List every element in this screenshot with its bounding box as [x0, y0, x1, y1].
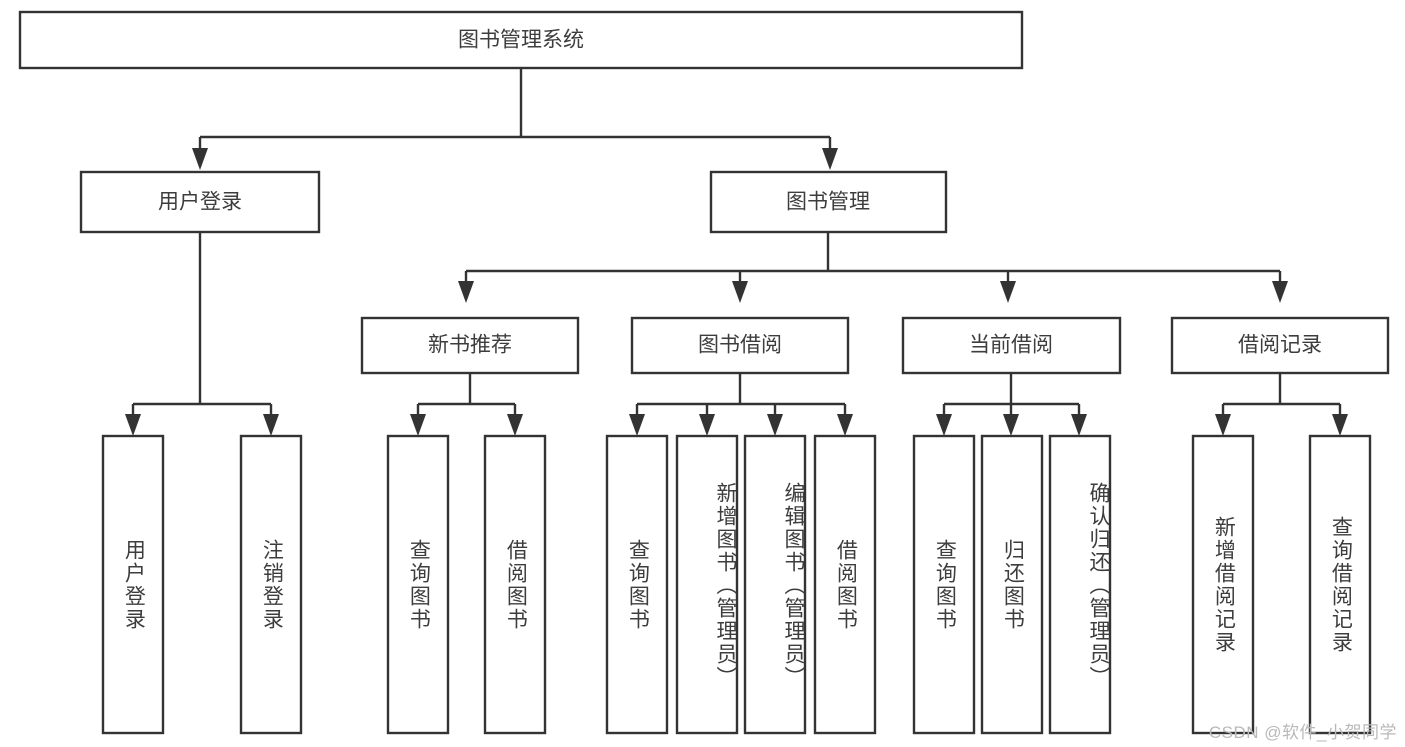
- leaf-box-add-book[interactable]: [675, 434, 739, 735]
- leaf-box-return-book[interactable]: [980, 434, 1044, 735]
- root-box[interactable]: [18, 10, 1024, 70]
- node-root[interactable]: 图书管理系统: [18, 10, 1024, 70]
- leaf-box-edit-book[interactable]: [743, 434, 807, 735]
- leaf-box-query-book-2[interactable]: [605, 434, 669, 735]
- leaf-box-logout-login[interactable]: [239, 434, 303, 735]
- leaf-box-borrow-book-2[interactable]: [813, 434, 877, 735]
- node-book-borrow[interactable]: 图书借阅: [630, 316, 850, 375]
- csdn-watermark: CSDN @软件_小贺同学: [1208, 723, 1397, 742]
- user-login-box[interactable]: [79, 170, 321, 234]
- leaf-box-confirm-return[interactable]: [1048, 434, 1112, 735]
- node-book-management[interactable]: 图书管理: [709, 170, 948, 234]
- root-label: 图书管理系统: [458, 29, 584, 52]
- leaf-box-user-login[interactable]: [101, 434, 165, 735]
- leaf-box-query-record[interactable]: [1308, 434, 1372, 735]
- node-user-login[interactable]: 用户登录: [79, 170, 321, 234]
- connector-book-management-to-level3: [458, 232, 1288, 303]
- connector-borrow-record-to-leaves: [1215, 373, 1348, 436]
- book-management-label: 图书管理: [786, 191, 870, 214]
- book-borrow-label: 图书借阅: [698, 334, 782, 357]
- new-book-recommend-box[interactable]: [360, 316, 580, 375]
- node-new-book-recommend[interactable]: 新书推荐: [360, 316, 580, 375]
- leaf-box-query-book-3[interactable]: [912, 434, 976, 735]
- current-borrow-label: 当前借阅: [969, 334, 1053, 357]
- leaf-box-add-record[interactable]: [1191, 434, 1255, 735]
- leaf-box-borrow-book-1[interactable]: [483, 434, 547, 735]
- current-borrow-box[interactable]: [901, 316, 1122, 375]
- borrow-record-label: 借阅记录: [1238, 334, 1322, 357]
- user-login-label: 用户登录: [158, 191, 242, 214]
- node-current-borrow[interactable]: 当前借阅: [901, 316, 1122, 375]
- node-borrow-record[interactable]: 借阅记录: [1170, 316, 1390, 375]
- connector-user-login-to-leaves: [125, 232, 279, 436]
- connector-current-borrow-to-leaves: [936, 373, 1087, 436]
- leaf-box-query-book-1[interactable]: [386, 434, 450, 735]
- new-book-recommend-label: 新书推荐: [428, 334, 512, 357]
- connector-new-book-recommend-to-leaves: [410, 373, 523, 436]
- connector-book-borrow-to-leaves: [629, 373, 853, 436]
- connector-root-to-level2: [192, 68, 838, 170]
